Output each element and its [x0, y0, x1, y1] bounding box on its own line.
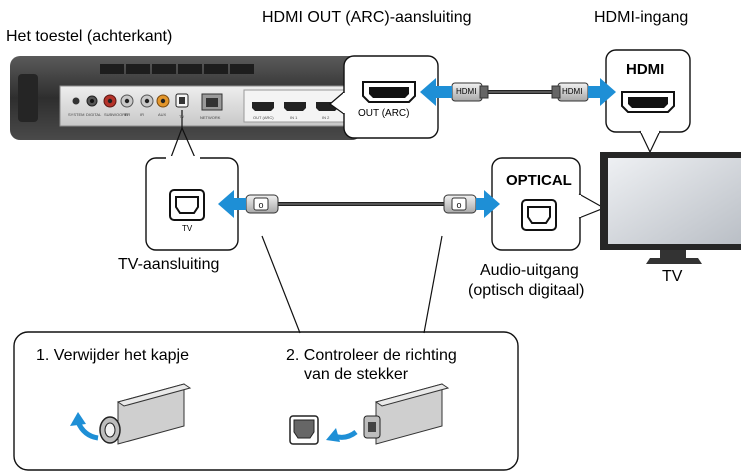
optical-leader-line	[169, 110, 197, 161]
hdmi-tv-badge: HDMI	[626, 61, 665, 78]
svg-text:IN 1: IN 1	[290, 115, 298, 120]
instruction-pointer	[261, 235, 443, 334]
svg-text:IR: IR	[140, 112, 144, 117]
step2-text-line2: van de stekker	[304, 366, 409, 383]
device-soundbar: SYSTEM DIGITAL SUBWOOFER IR IR AUX TV NE…	[10, 56, 362, 140]
optical-plug-left: o	[245, 194, 279, 214]
audio-out-line2: (optisch digitaal)	[468, 282, 585, 299]
svg-text:IN 2: IN 2	[322, 115, 330, 120]
optical-arrow-left	[218, 190, 246, 218]
tv-port-optical-icon	[169, 189, 205, 221]
svg-text:AUX: AUX	[158, 112, 167, 117]
hdmi-out-port-icon	[362, 81, 416, 103]
hdmi-out-port-label: OUT (ARC)	[358, 108, 410, 119]
svg-text:NETWORK: NETWORK	[200, 115, 221, 120]
instruction-panel	[13, 235, 519, 471]
optical-arrow-right	[476, 190, 500, 218]
tv-port-callout	[145, 156, 239, 251]
optical-tv-port-icon	[521, 199, 557, 231]
device-end-cap	[18, 74, 38, 122]
svg-text:o: o	[258, 200, 263, 210]
hdmi-arrow-left	[420, 78, 452, 106]
hdmi-out-title: HDMI OUT (ARC)-aansluiting	[262, 9, 472, 26]
step1-illustration	[70, 383, 192, 445]
step1-text: 1. Verwijder het kapje	[36, 347, 189, 364]
tv-stand	[660, 250, 686, 258]
svg-text:DIGITAL: DIGITAL	[86, 112, 102, 117]
device-top-slots	[100, 64, 254, 74]
svg-text:o: o	[456, 200, 461, 210]
tv-name: TV	[662, 268, 683, 285]
hdmi-tv-callout-pointer	[639, 130, 661, 154]
device-jacks	[72, 94, 170, 108]
audio-out-line1: Audio-uitgang	[480, 262, 579, 279]
step2-text-line1: 2. Controleer de richting	[286, 347, 457, 364]
hdmi-in-title: HDMI-ingang	[594, 9, 689, 26]
svg-text:OUT (ARC): OUT (ARC)	[253, 115, 274, 120]
optical-plug-right: o	[443, 194, 477, 214]
device-hdmi-ports	[252, 102, 338, 111]
tv-connection-label: TV-aansluiting	[118, 256, 220, 273]
device-panel-labels: SYSTEM DIGITAL SUBWOOFER IR IR AUX TV NE…	[68, 112, 330, 120]
tv-set	[600, 152, 741, 264]
hdmi-cable	[420, 78, 616, 106]
device-title: Het toestel (achterkant)	[6, 28, 173, 45]
hdmi-tv-port-icon	[621, 91, 675, 113]
tv-screen	[608, 158, 741, 244]
hdmi-arrow-right	[588, 78, 616, 106]
optical-cable: o o	[218, 190, 500, 218]
hdmi-out-callout	[329, 55, 439, 139]
hdmi-plug-left	[451, 82, 489, 102]
hdmi-plug-right-label: HDMI	[562, 87, 583, 96]
optical-tv-callout	[491, 157, 606, 251]
optical-tv-badge: OPTICAL	[506, 172, 572, 189]
svg-text:SUBWOOFER: SUBWOOFER	[104, 112, 130, 117]
hdmi-plug-left-label: HDMI	[456, 87, 477, 96]
svg-text:IR: IR	[124, 112, 128, 117]
tv-port-small-label: TV	[182, 224, 193, 233]
step2-illustration	[289, 383, 450, 445]
hdmi-tv-callout	[605, 49, 691, 154]
svg-text:SYSTEM: SYSTEM	[68, 112, 84, 117]
